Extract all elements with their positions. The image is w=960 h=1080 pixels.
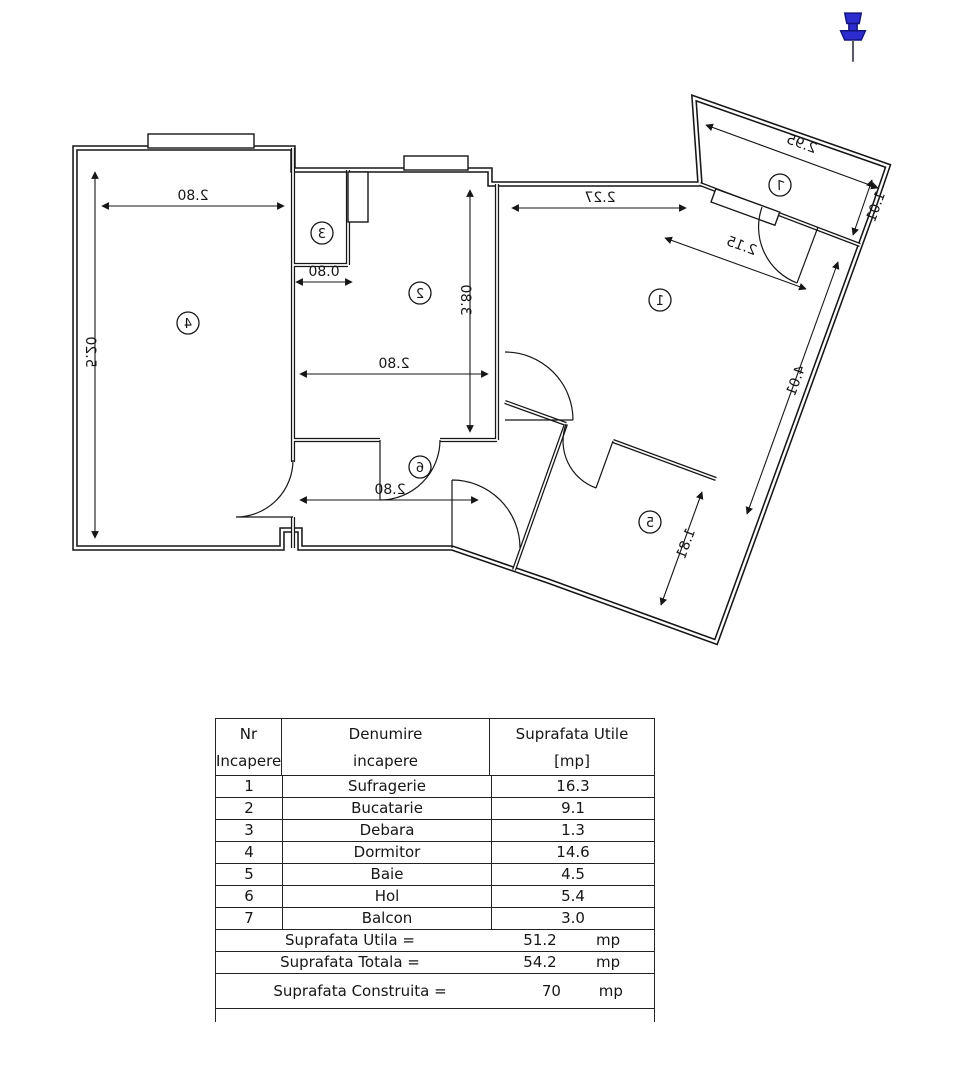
total-value: 70 [541,982,561,1000]
room-number-badge [408,281,432,305]
total-row-totala: Suprafata Totala = 54.2 mp [216,952,654,974]
header-area-line2: [mp] [554,752,590,770]
pushpin-neck [848,22,858,32]
dimension-line [851,179,874,236]
header-area: Suprafata Utile [mp] [490,719,654,775]
room-number-label: 6 [416,461,424,476]
dimension-label: 2.27 [584,190,615,206]
window-marker [403,155,469,171]
cell-name: Balcon [283,908,492,929]
cell-area: 9.1 [561,799,585,817]
room-number-badge [648,288,672,312]
header-name-line1: Denumire [348,725,423,743]
table-row: 3 Debara 1.3 [216,820,654,842]
header-nr-line2: Incapere [216,752,282,770]
header-nr: Nr Incapere [216,719,282,775]
door-arcs [235,206,819,549]
cell-area: 3.0 [561,909,585,927]
dimension-label: 5.20 [82,336,98,367]
dimension-label: 2.80 [177,188,208,204]
table-row: 6 Hol 5.4 [216,886,654,908]
door-arc [235,459,294,518]
cell-nr: 2 [216,798,283,819]
room-number-badge [310,221,334,245]
dimension-lines [91,123,879,606]
cell-area: 1.3 [561,821,585,839]
cell-name: Dormitor [283,842,492,863]
header-area-line1: Suprafata Utile [515,725,629,743]
header-name-line2: incapere [353,752,418,770]
area-table: Nr Incapere Denumire incapere Suprafata … [215,718,655,1022]
cell-name: Debara [283,820,492,841]
pushpin-cap [843,12,863,25]
cell-nr: 7 [216,908,283,929]
header-nr-line1: Nr [239,725,258,743]
cell-area: 5.4 [561,887,585,905]
room-number-badges: 1 2 3 4 5 6 7 [176,173,792,534]
cell-area: 16.3 [556,777,590,795]
room-number-label: 4 [184,317,192,332]
floor-plan: 2.80 5.20 0.80 2.80 3.80 2.80 2.27 2.15 … [72,94,892,646]
pushpin-shape [839,12,867,41]
cell-area: 14.6 [556,843,590,861]
room-number-badge [408,455,432,479]
room-number-badge [176,311,200,335]
room-number-badge [638,510,662,534]
cell-nr: 1 [216,776,283,797]
total-label: Suprafata Construita = [273,982,447,1000]
table-row: 4 Dormitor 14.6 [216,842,654,864]
table-bottom-stub [216,1009,654,1022]
table-row: 7 Balcon 3.0 [216,908,654,930]
cell-name: Hol [283,886,492,907]
dimension-line [705,123,879,190]
room-number-label: 2 [416,287,424,302]
dimension-line [745,261,840,515]
cell-name: Sufragerie [283,776,492,797]
table-row: 1 Sufragerie 16.3 [216,776,654,798]
cell-area: 4.5 [561,865,585,883]
total-unit: mp [596,953,621,971]
dimension-label: 2.80 [378,356,409,372]
room-number-label: 5 [646,516,654,531]
dimension-label: 3.80 [457,284,473,315]
window-marker [147,133,255,149]
header-name: Denumire incapere [282,719,490,775]
total-row-construita: Suprafata Construita = 70 mp [216,974,654,1009]
total-unit: mp [598,982,623,1000]
room-number-badge [768,173,792,197]
total-value: 51.2 [523,931,557,949]
table-row: 5 Baie 4.5 [216,864,654,886]
cell-nr: 6 [216,886,283,907]
door-arc [562,423,614,489]
room-number-label: 3 [318,227,326,242]
cell-nr: 4 [216,842,283,863]
table-header-row: Nr Incapere Denumire incapere Suprafata … [216,719,654,776]
dimension-label: 2.80 [374,482,405,498]
total-label: Suprafata Totala = [280,953,420,971]
cell-nr: 3 [216,820,283,841]
cell-nr: 5 [216,864,283,885]
total-label: Suprafata Utila = [285,931,415,949]
balcony-door-marker [710,187,781,227]
cell-name: Baie [283,864,492,885]
cell-name: Bucatarie [283,798,492,819]
total-row-utila: Suprafata Utila = 51.2 mp [216,930,654,952]
dimension-line [659,491,704,606]
room-number-label: 1 [656,294,664,309]
pushpin-icon [839,12,867,62]
door-arc [451,479,521,549]
dimension-label: 0.80 [308,264,339,280]
outer-wall [72,94,892,646]
total-value: 54.2 [523,953,557,971]
pushpin-flange [839,29,867,41]
table-row: 2 Bucatarie 9.1 [216,798,654,820]
door-arc [504,351,574,421]
total-unit: mp [596,931,621,949]
duct-shaft [347,171,369,223]
